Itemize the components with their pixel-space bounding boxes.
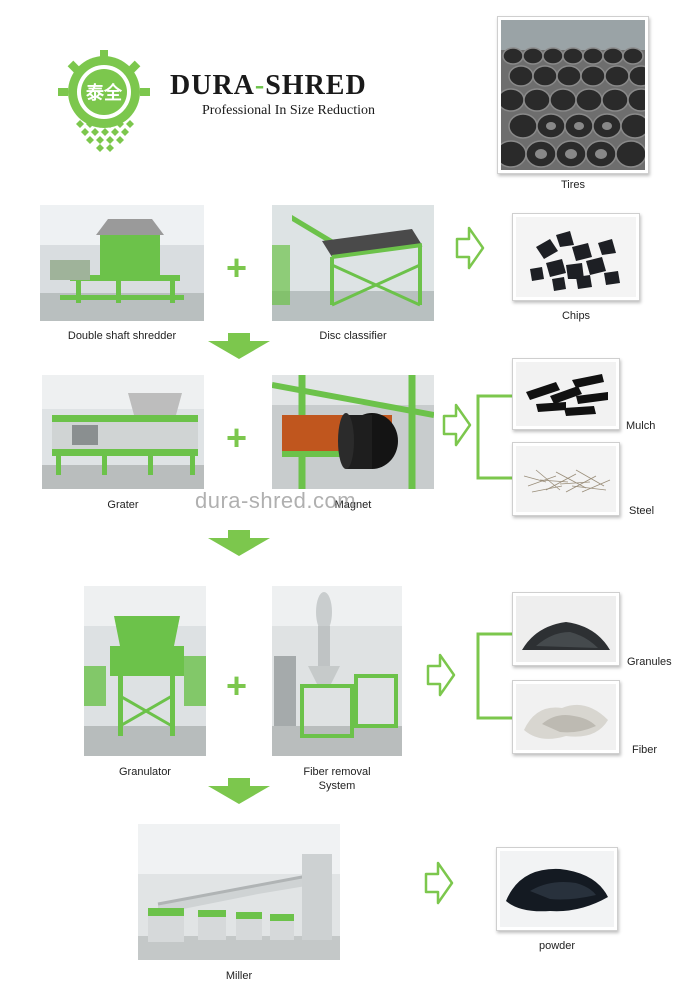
- tires-label: Tires: [560, 179, 586, 191]
- fiber-removal-label-line2: System: [318, 780, 356, 792]
- down-arrow-icon-3: [208, 778, 270, 804]
- granules-photo: [512, 592, 620, 666]
- fiber-removal-label-line1: Fiber removal: [303, 766, 371, 778]
- powder-label: powder: [538, 940, 576, 952]
- fiber-photo: [512, 680, 620, 754]
- disc-classifier-label: Disc classifier: [319, 330, 387, 342]
- magnet-photo: [272, 375, 434, 489]
- right-arrow-icon-3: [426, 652, 456, 698]
- right-arrow-icon-4: [424, 860, 454, 906]
- double-shaft-shredder-photo: [40, 205, 204, 321]
- steel-label: Steel: [629, 505, 655, 517]
- chips-label: Chips: [561, 310, 591, 322]
- watermark: dura-shred.com: [195, 488, 357, 513]
- powder-photo: [496, 847, 618, 931]
- plus-icon-2: +: [226, 417, 248, 458]
- granulator-photo: [84, 586, 206, 756]
- fiber-label: Fiber: [632, 744, 658, 756]
- branch-bracket-icon: [476, 394, 514, 480]
- magnet-label: Magnet: [334, 499, 372, 511]
- logo-badge-text: 泰全: [85, 82, 123, 104]
- steel-photo: [512, 442, 620, 516]
- disc-classifier-photo: [272, 205, 434, 321]
- down-arrow-icon-2: [208, 530, 270, 556]
- down-arrow-icon: [208, 333, 270, 359]
- plus-icon-3: +: [226, 665, 248, 706]
- grater-label: Grater: [107, 499, 139, 511]
- miller-label: Miller: [225, 970, 253, 982]
- right-arrow-icon-2: [442, 402, 472, 448]
- brand-tagline: Professional In Size Reduction: [202, 103, 376, 118]
- mulch-label: Mulch: [626, 420, 656, 432]
- plus-icon: +: [226, 247, 248, 288]
- mulch-photo: [512, 358, 620, 430]
- miller-photo: [138, 824, 340, 960]
- granules-label: Granules: [627, 656, 672, 668]
- brand-name: DURA-SHRED: [170, 70, 367, 101]
- branch-bracket-icon-2: [476, 632, 514, 720]
- double-shaft-shredder-label: Double shaft shredder: [67, 330, 177, 342]
- tires-photo: [497, 16, 649, 174]
- granulator-label: Granulator: [119, 766, 171, 778]
- chips-photo: [512, 213, 640, 301]
- right-arrow-icon: [455, 225, 485, 271]
- logo-badge: 泰全: [48, 42, 160, 154]
- fiber-removal-system-photo: [272, 586, 402, 756]
- grater-photo: [42, 375, 204, 489]
